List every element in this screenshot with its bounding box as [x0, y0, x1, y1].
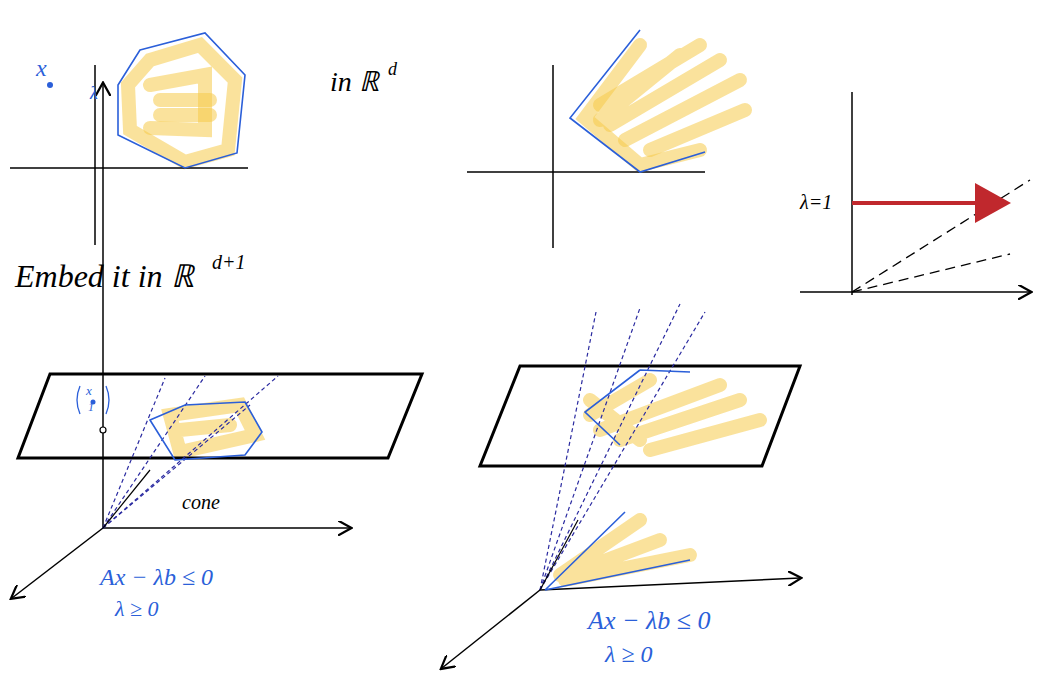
sketch-label: in ℝ [330, 68, 379, 96]
sketch-label: λ ≥ 0 [115, 598, 159, 620]
sketch-label: 1 [88, 401, 94, 413]
sketch-label: x [86, 384, 92, 397]
sketch-label: Ax − λb ≤ 0 [100, 565, 213, 589]
sketch-label: Ax − λb ≤ 0 [588, 608, 711, 634]
sketch-label: cone [182, 492, 220, 512]
sketch-label: d [388, 60, 397, 78]
sketch-label: Embed it in ℝ [15, 260, 194, 292]
sketch-label: d+1 [212, 252, 246, 272]
sketch-label: x [36, 56, 47, 80]
sketch-label: λ ≥ 0 [605, 642, 653, 666]
sketch-label: λ [90, 84, 98, 102]
sketch-label: λ=1 [800, 192, 832, 212]
